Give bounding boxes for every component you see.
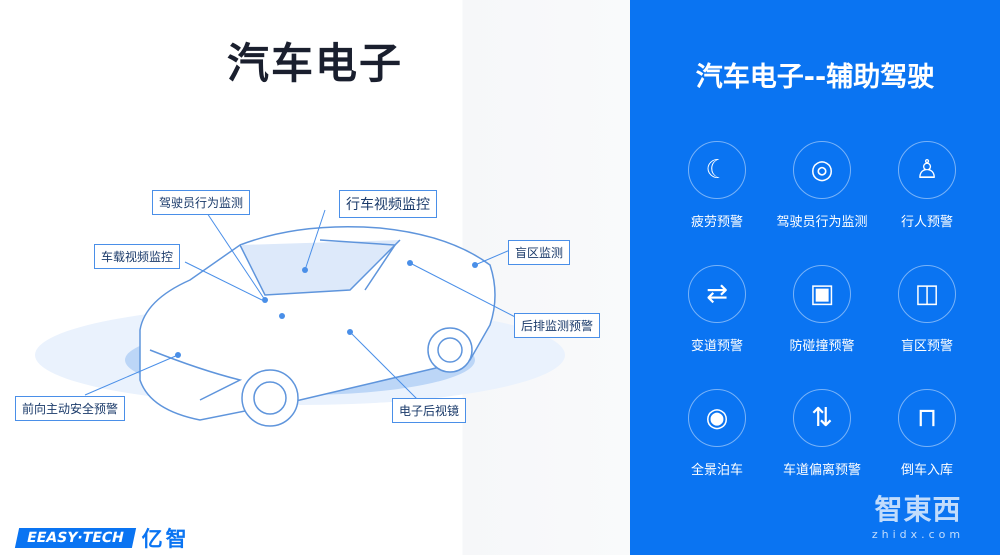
feature-item: ◉ 全景泊车 [657, 389, 777, 478]
label-e-mirror: 电子后视镜 [392, 398, 467, 423]
label-blind-spot: 盲区监测 [508, 240, 571, 265]
feature-item: ⊓ 倒车入库 [867, 389, 987, 478]
adas-title: 汽车电子--辅助驾驶 [695, 62, 935, 93]
label-in-car-video: 车载视频监控 [94, 244, 181, 269]
zhidx-watermark: 智東西 zhidx.com [871, 493, 965, 541]
feature-label: 车道偏离预警 [782, 463, 861, 478]
feature-item: ▣ 防碰撞预警 [762, 265, 882, 354]
reverse-parking-icon: ⊓ [898, 389, 956, 447]
feature-label: 倒车入库 [900, 463, 953, 478]
lane-change-icon: ⇄ [688, 265, 746, 323]
feature-item: ◫ 盲区预警 [867, 265, 987, 354]
feature-item: ⇄ 变道预警 [657, 265, 777, 354]
fatigue-icon: ☾ [688, 141, 746, 199]
pedestrian-icon: ♙ [898, 141, 956, 199]
feature-label: 行人预警 [900, 215, 953, 230]
label-forward-safety: 前向主动安全预警 [15, 396, 126, 421]
feature-label: 驾驶员行为监测 [776, 215, 868, 230]
lane-departure-icon: ⇅ [793, 389, 851, 447]
panoramic-parking-icon: ◉ [688, 389, 746, 447]
feature-label: 变道预警 [690, 339, 743, 354]
blind-spot-icon: ◫ [898, 265, 956, 323]
feature-label: 全景泊车 [690, 463, 743, 478]
feature-item: ◎ 驾驶员行为监测 [762, 141, 882, 230]
feature-label: 盲区预警 [900, 339, 953, 354]
label-driving-video: 行车视频监控 [339, 190, 437, 218]
eeasytech-logo: EEASY·TECH 亿智 [14, 523, 190, 553]
left-panel: 汽车电子 驾驶员行为监测 行车视频监控 车载视频监控 盲区监测 后排监测预警 前… [0, 0, 630, 555]
label-rear-seat: 后排监测预警 [514, 313, 601, 338]
feature-item: ☾ 疲劳预警 [657, 141, 777, 230]
page-title: 汽车电子 [226, 39, 403, 88]
feature-item: ♙ 行人预警 [867, 141, 987, 230]
collision-icon: ▣ [793, 265, 851, 323]
feature-label: 疲劳预警 [690, 215, 743, 230]
label-driver-behavior: 驾驶员行为监测 [152, 190, 251, 215]
feature-label: 防碰撞预警 [789, 339, 855, 354]
car-illustration [35, 209, 565, 427]
right-panel: 汽车电子--辅助驾驶 ☾ 疲劳预警 ◎ 驾驶员行为监测 ♙ 行人预警 ⇄ 变道预警 ▣ 防碰撞预警… [630, 0, 1000, 555]
driver-monitor-icon: ◎ [793, 141, 851, 199]
feature-item: ⇅ 车道偏离预警 [762, 389, 882, 478]
